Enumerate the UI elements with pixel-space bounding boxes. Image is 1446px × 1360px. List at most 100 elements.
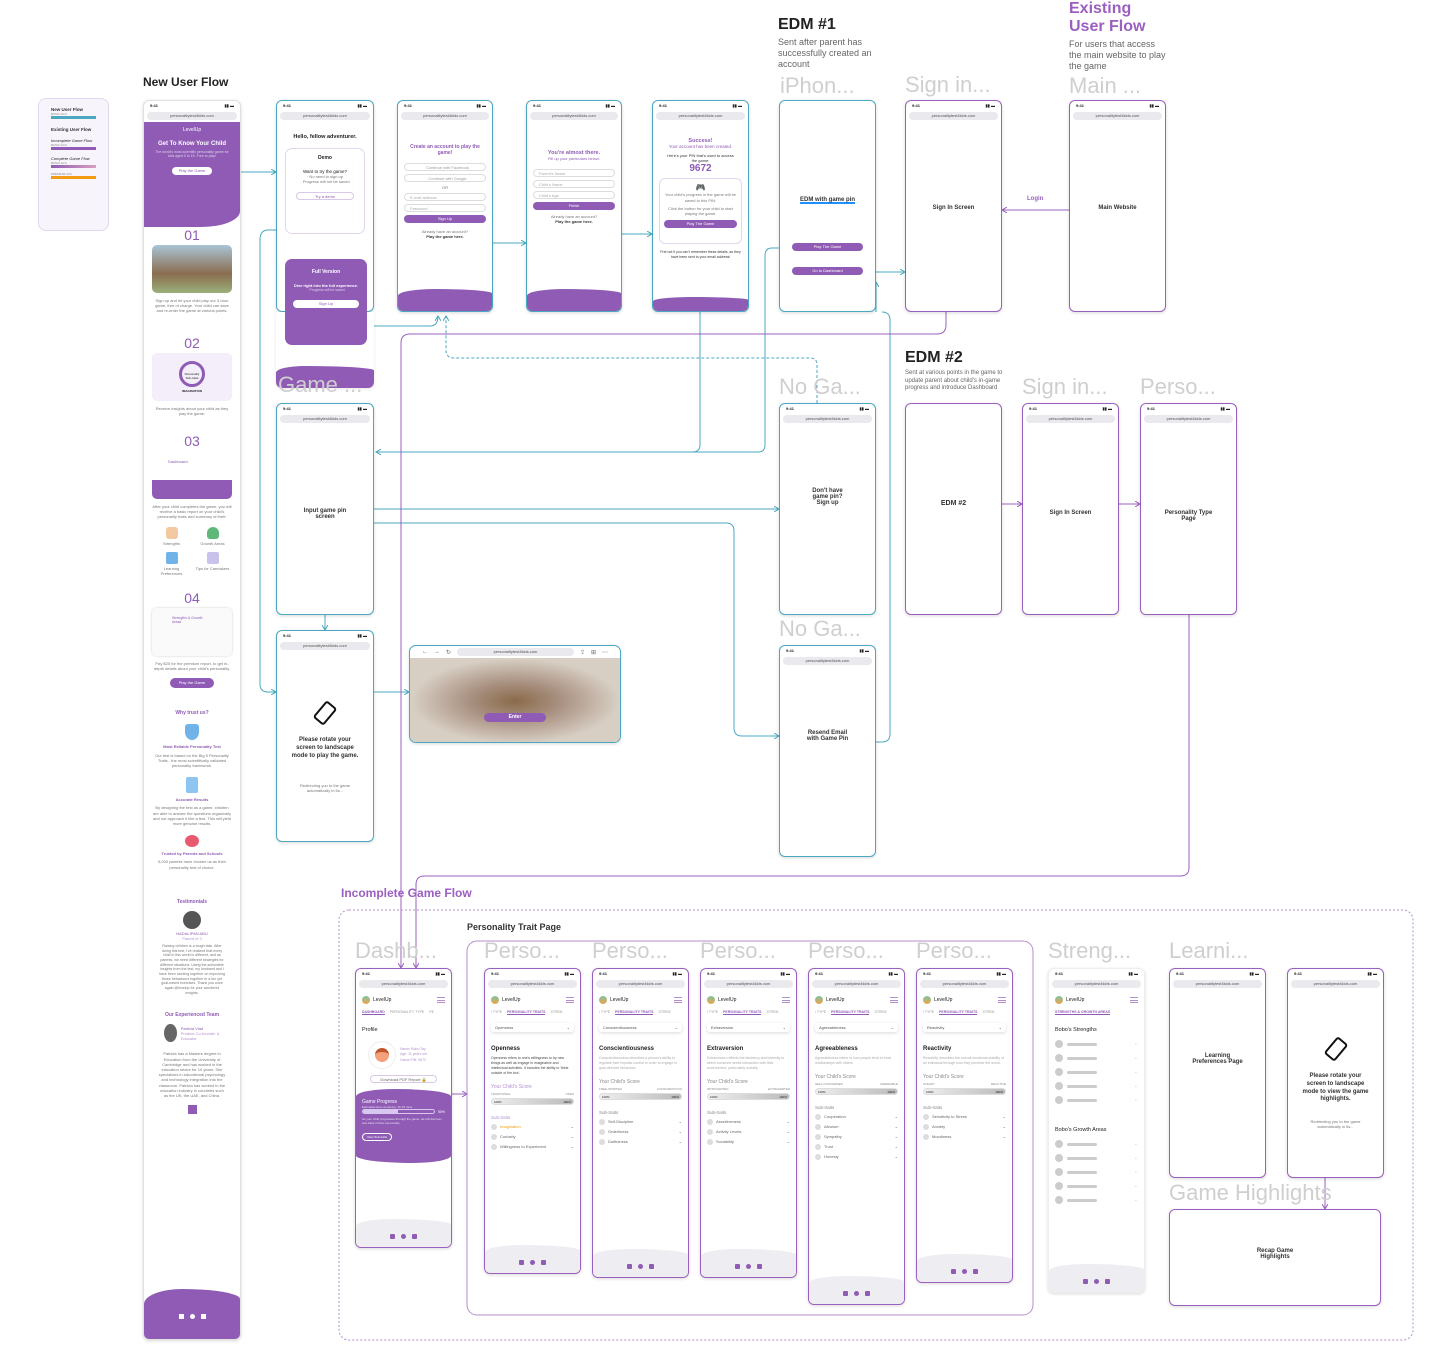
enter-button[interactable]: Enter (484, 713, 546, 722)
subtrait-row[interactable]: Sociability⌄ (701, 1137, 796, 1147)
forward-icon[interactable]: → (434, 649, 440, 655)
facebook-icon[interactable] (1094, 1279, 1099, 1284)
url-bar[interactable]: personalitytest4kids.com (359, 980, 448, 988)
url-bar[interactable]: personalitytest4kids.com (920, 980, 1009, 988)
url-bar[interactable]: personalitytest4kids.com (401, 112, 489, 120)
url-bar[interactable]: personalitytest4kids.com (704, 980, 793, 988)
url-bar[interactable]: personalitytest4kids.com (280, 415, 370, 423)
subtrait-row[interactable]: Anxiety⌄ (917, 1122, 1012, 1132)
tab-personality-traits[interactable]: PERSONALITY TRAITS (831, 1010, 870, 1015)
subtrait-row[interactable]: Cooperation⌄ (809, 1112, 904, 1122)
full-signup-button[interactable]: Sign Up (293, 300, 359, 308)
tab-more[interactable]: PE (429, 1010, 434, 1014)
view-subtraits-button[interactable]: View Sub-traits (362, 1133, 393, 1141)
instagram-icon[interactable] (973, 1269, 978, 1274)
tab-type[interactable]: / TYPE (491, 1010, 503, 1014)
levelup-logo[interactable]: LevelUp (701, 990, 796, 1006)
instagram-icon[interactable] (649, 1264, 654, 1269)
go-to-dashboard-button[interactable]: Go to Dashboard (792, 267, 863, 275)
url-bar[interactable]: personalitytest4kids.com (1052, 980, 1141, 988)
tab-personality-traits[interactable]: PERSONALITY TRAITS (507, 1010, 546, 1015)
child-age-field[interactable]: Child's Age (533, 191, 615, 199)
subtrait-row[interactable]: Moodiness⌄ (917, 1132, 1012, 1142)
linkedin-icon[interactable] (1083, 1279, 1088, 1284)
url-bar[interactable]: personalitytest4kids.com (1291, 980, 1380, 988)
url-bar[interactable]: personalitytest4kids.com (783, 657, 872, 665)
menu-icon[interactable] (674, 997, 682, 1003)
share-icon[interactable]: ⇪ (579, 649, 585, 656)
subtrait-row[interactable]: Honesty⌄ (809, 1152, 904, 1162)
tab-dashboard[interactable]: DASHBOARD (362, 1010, 385, 1015)
url-bar[interactable]: personalitytest4kids.com (909, 112, 998, 120)
tab-personality-type[interactable]: PERSONALITY TYPE (389, 1010, 425, 1014)
subtrait-row[interactable]: Trust⌄ (809, 1142, 904, 1152)
instagram-icon[interactable] (865, 1291, 870, 1296)
subtrait-row[interactable]: Assertiveness⌄ (701, 1117, 796, 1127)
linkedin-icon[interactable] (951, 1269, 956, 1274)
skeleton-row[interactable]: ⌄ (1049, 1065, 1144, 1079)
skeleton-row[interactable]: ⌄ (1049, 1165, 1144, 1179)
instagram-icon[interactable] (200, 1314, 206, 1319)
trait-select[interactable]: Agreeableness⌄ (815, 1023, 898, 1032)
url-bar[interactable]: personalitytest4kids.com (1073, 112, 1162, 120)
menu-icon[interactable] (1130, 997, 1138, 1003)
facebook-icon[interactable] (189, 1314, 195, 1319)
url-bar[interactable]: personalitytest4kids.com (530, 112, 618, 120)
subtrait-row[interactable]: Sensitivity to Stress⌄ (917, 1112, 1012, 1122)
download-pdf-button[interactable]: Download PDF Report 🔒 (370, 1075, 437, 1083)
play-game-button[interactable]: Play The Game (792, 243, 863, 251)
tab-personality-traits[interactable]: PERSONALITY TRAITS (723, 1010, 762, 1015)
tab-type[interactable]: / TYPE (599, 1010, 611, 1014)
facebook-icon[interactable] (962, 1269, 967, 1274)
instagram-icon[interactable] (412, 1234, 417, 1239)
reload-icon[interactable]: ↻ (446, 649, 452, 656)
tab-strengths[interactable]: STRENGTHS & GROWTH AREAS (1055, 1010, 1111, 1015)
tab-strengths[interactable]: STREN (550, 1010, 563, 1014)
linkedin-icon[interactable] (178, 1314, 184, 1319)
tab-type[interactable]: / TYPE (815, 1010, 827, 1014)
url-bar[interactable]: personalitytest4kids.com (1173, 980, 1262, 988)
tab-strengths[interactable]: STREN (658, 1010, 671, 1014)
subtrait-row[interactable]: Orderliness⌄ (593, 1127, 688, 1137)
tab-type[interactable]: / TYPE (923, 1010, 935, 1014)
signup-button[interactable]: Sign Up (404, 215, 486, 224)
play-here-link[interactable]: Play the game here. (426, 234, 464, 240)
skeleton-row[interactable]: ⌄ (1049, 1193, 1144, 1207)
linkedin-icon[interactable] (627, 1264, 632, 1269)
facebook-login-button[interactable]: Continue with Facebook (404, 163, 486, 171)
subtrait-row[interactable]: Dutifulness⌄ (593, 1137, 688, 1147)
levelup-logo[interactable]: LevelUp (593, 990, 688, 1006)
subtrait-row[interactable]: Willingness to Experiment⌄ (485, 1142, 580, 1152)
skeleton-row[interactable]: ⌄ (1049, 1151, 1144, 1165)
url-bar[interactable]: personalitytest4kids.com (280, 642, 370, 650)
back-icon[interactable]: ← (422, 649, 428, 655)
linkedin-icon[interactable] (843, 1291, 848, 1296)
skeleton-row[interactable]: ⌄ (1049, 1079, 1144, 1093)
facebook-icon[interactable] (530, 1260, 535, 1265)
levelup-logo[interactable]: LevelUp (485, 990, 580, 1006)
play-game-button[interactable]: Play the Game (170, 678, 214, 689)
menu-icon[interactable] (782, 997, 790, 1003)
tab-type[interactable]: / TYPE (707, 1010, 719, 1014)
trait-select[interactable]: Extraversion⌄ (707, 1023, 790, 1032)
url-bar[interactable]: personalitytest4kids.com (147, 112, 237, 120)
tab-strengths[interactable]: STREN (766, 1010, 779, 1014)
facebook-icon[interactable] (854, 1291, 859, 1296)
skeleton-row[interactable]: ⌄ (1049, 1179, 1144, 1193)
subtrait-row[interactable]: Self-Discipline⌄ (593, 1117, 688, 1127)
new-tab-icon[interactable]: ⊞ (590, 649, 596, 656)
url-bar[interactable]: personalitytest4kids.com (812, 980, 901, 988)
levelup-logo[interactable]: LevelUp (917, 990, 1012, 1006)
facebook-icon[interactable] (638, 1264, 643, 1269)
levelup-logo[interactable]: LevelUp (1049, 990, 1144, 1006)
linkedin-icon[interactable] (390, 1234, 395, 1239)
url-bar[interactable]: personalitytest4kids.com (1144, 415, 1233, 423)
linkedin-icon[interactable] (735, 1264, 740, 1269)
trait-select[interactable]: Openness⌄ (491, 1023, 574, 1032)
linkedin-icon[interactable] (519, 1260, 524, 1265)
linkedin-icon[interactable] (187, 1105, 197, 1115)
url-bar[interactable]: personalitytest4kids.com (596, 980, 685, 988)
